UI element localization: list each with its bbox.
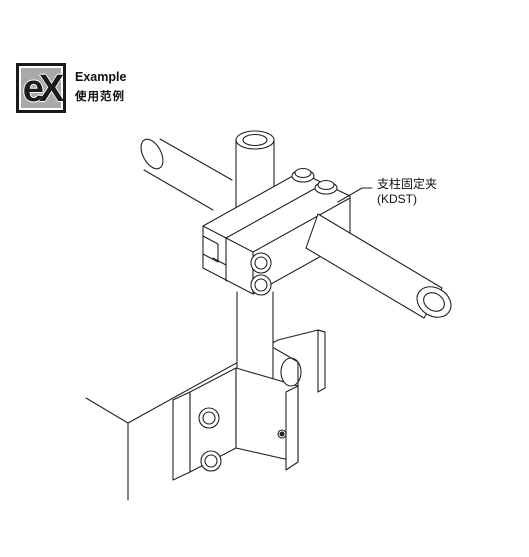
example-subtitle: 使用范例 <box>75 89 125 103</box>
example-badge-icon: eX <box>16 63 66 113</box>
callout-leader-line <box>338 188 372 202</box>
callout-part-code: (KDST) <box>377 192 417 206</box>
badge-label: eX <box>22 68 63 110</box>
example-title: Example <box>75 70 127 84</box>
callout-part-name: 支柱固定夹 <box>377 177 438 191</box>
upper-clamp-block <box>203 169 350 296</box>
horizontal-rod-front <box>306 214 457 323</box>
base-block <box>86 310 325 500</box>
horizontal-rod-back <box>137 136 232 222</box>
lower-clamp-block <box>173 348 301 480</box>
